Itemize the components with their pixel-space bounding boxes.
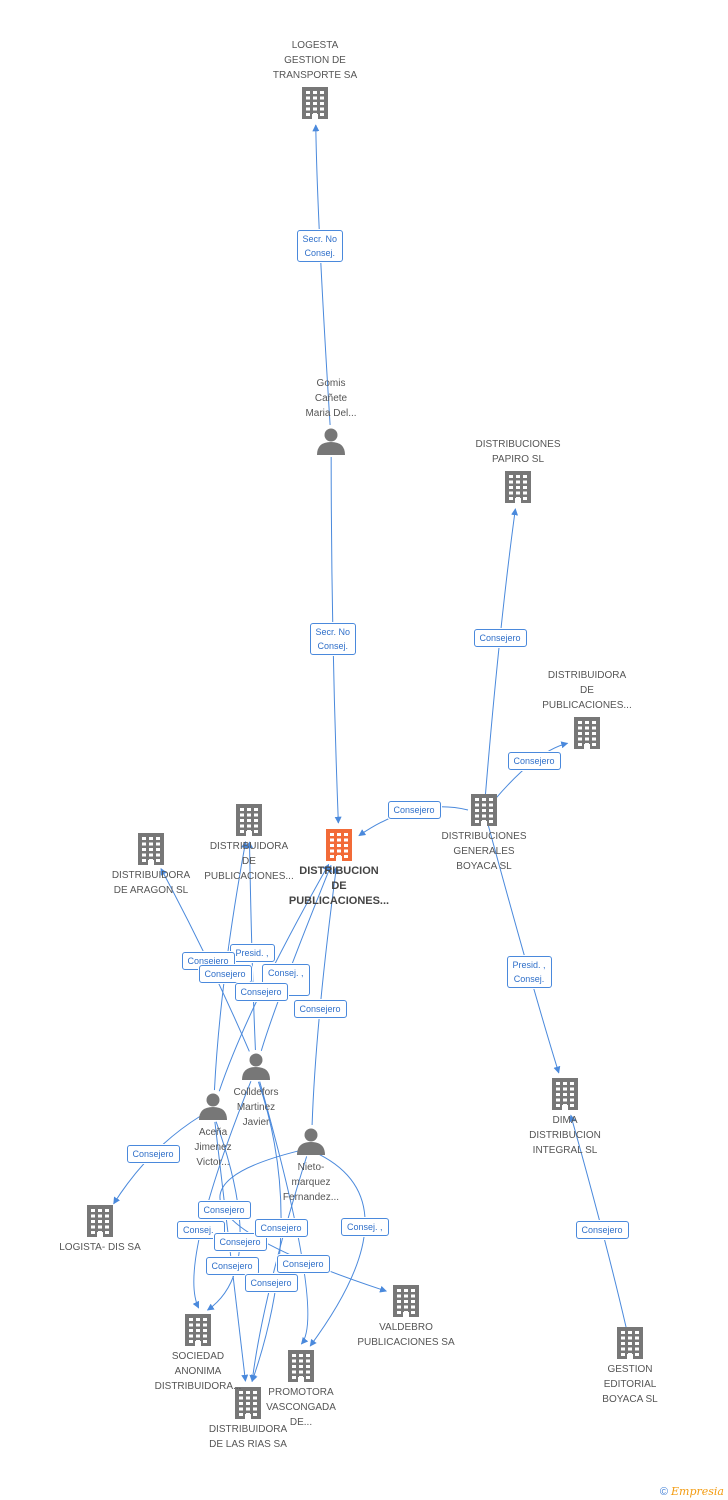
node-label-nieto[interactable]: Nieto- marquez Fernandez... bbox=[282, 1162, 340, 1203]
building-icon[interactable] bbox=[288, 1350, 314, 1382]
person-icon[interactable] bbox=[199, 1093, 227, 1121]
person-icon[interactable] bbox=[317, 428, 345, 456]
node-label-logista[interactable]: LOGISTA- DIS SA bbox=[59, 1242, 141, 1253]
node-label-focus[interactable]: DISTRIBUCION DE PUBLICACIONES... bbox=[288, 865, 390, 907]
edge-label[interactable]: Consej. , bbox=[341, 1218, 389, 1236]
edge-label[interactable]: Presid. , Consej. bbox=[506, 956, 552, 988]
edge-label[interactable]: Consej. , bbox=[177, 1221, 225, 1239]
building-icon[interactable] bbox=[236, 804, 262, 836]
building-icon[interactable] bbox=[574, 717, 600, 749]
node-label-dima[interactable]: DIMA DISTRIBUCION INTEGRAL SL bbox=[529, 1115, 601, 1156]
edge-label[interactable]: Consejero bbox=[387, 801, 441, 819]
edge-label[interactable]: Presid. , bbox=[229, 944, 275, 962]
building-icon[interactable] bbox=[87, 1205, 113, 1237]
node-label-dist_pub_l[interactable]: DISTRIBUIDORA DE PUBLICACIONES... bbox=[204, 841, 294, 882]
building-icon[interactable] bbox=[326, 829, 352, 861]
node-label-gomis[interactable]: Gomis Cañete Maria Del... bbox=[305, 378, 357, 419]
edge-label[interactable]: Consejero bbox=[293, 1000, 347, 1018]
node-label-promotora[interactable]: PROMOTORA VASCONGADA DE... bbox=[266, 1387, 336, 1428]
node-label-valdebro[interactable]: VALDEBRO PUBLICACIONES SA bbox=[357, 1322, 455, 1348]
node-label-sociedad[interactable]: SOCIEDAD ANONIMA DISTRIBUIDORA... bbox=[154, 1351, 242, 1392]
node-label-papiro[interactable]: DISTRIBUCIONES PAPIRO SL bbox=[475, 439, 561, 465]
node-label-aragon[interactable]: DISTRIBUIDORA DE ARAGON SL bbox=[111, 870, 191, 896]
node-label-rias[interactable]: DISTRIBUIDORA DE LAS RIAS SA bbox=[208, 1424, 288, 1450]
edge-label[interactable]: Consejero bbox=[254, 1219, 308, 1237]
icons-layer bbox=[87, 87, 643, 1419]
edge-label[interactable]: Consejero bbox=[213, 1233, 267, 1251]
node-label-colldefors[interactable]: Colldefors Martinez Javier bbox=[233, 1087, 279, 1128]
building-icon[interactable] bbox=[235, 1387, 261, 1419]
brand-logo[interactable]: Empresia bbox=[671, 1485, 724, 1498]
node-label-dist_pub_r[interactable]: DISTRIBUIDORA DE PUBLICACIONES... bbox=[542, 670, 632, 711]
edge-label[interactable]: Secr. No Consej. bbox=[296, 230, 344, 262]
node-label-acena[interactable]: Aceña Jimenez Victor... bbox=[194, 1127, 232, 1168]
edge-label[interactable]: Consejero bbox=[244, 1274, 298, 1292]
building-icon[interactable] bbox=[471, 794, 497, 826]
building-icon[interactable] bbox=[552, 1078, 578, 1110]
person-icon[interactable] bbox=[242, 1053, 270, 1081]
edge-label[interactable]: Consejero bbox=[507, 752, 561, 770]
edge-label[interactable]: Consejero bbox=[205, 1257, 259, 1275]
person-icon[interactable] bbox=[297, 1128, 325, 1156]
node-label-logesta[interactable]: LOGESTA GESTION DE TRANSPORTE SA bbox=[272, 40, 358, 81]
building-icon[interactable] bbox=[185, 1314, 211, 1346]
edge-label[interactable]: Consejero bbox=[197, 1201, 251, 1219]
building-icon[interactable] bbox=[302, 87, 328, 119]
edge-label[interactable]: Consejero bbox=[126, 1145, 180, 1163]
edge-label[interactable]: Secr. No Consej. bbox=[309, 623, 357, 655]
building-icon[interactable] bbox=[393, 1285, 419, 1317]
edge-label[interactable]: Consejero bbox=[276, 1255, 330, 1273]
edge-label[interactable]: Consejero bbox=[198, 965, 252, 983]
edge-label[interactable]: Consejero bbox=[234, 983, 288, 1001]
node-label-gestion[interactable]: GESTION EDITORIAL BOYACA SL bbox=[602, 1364, 658, 1405]
building-icon[interactable] bbox=[505, 471, 531, 503]
copyright-icon: © bbox=[659, 1486, 668, 1498]
building-icon[interactable] bbox=[617, 1327, 643, 1359]
building-icon[interactable] bbox=[138, 833, 164, 865]
edge-label[interactable]: Consejero bbox=[575, 1221, 629, 1239]
footer: © Empresia bbox=[660, 1485, 724, 1498]
node-label-boyaca[interactable]: DISTRIBUCIONES GENERALES BOYACA SL bbox=[441, 831, 527, 872]
edge-label[interactable]: Consejero bbox=[473, 629, 527, 647]
